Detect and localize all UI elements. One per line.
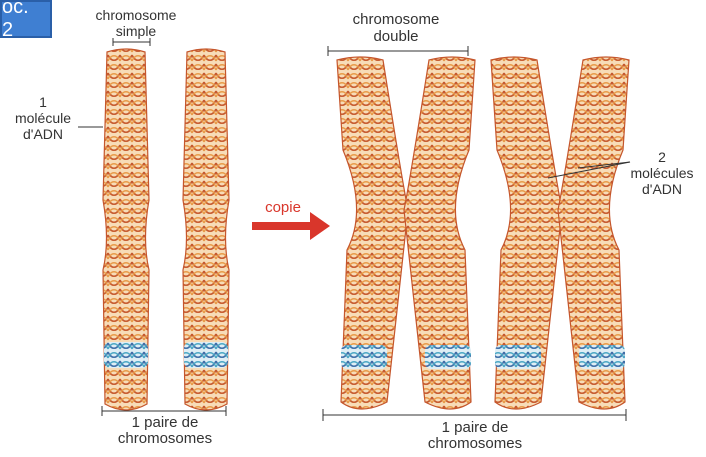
simple-chromosome-left-blue-band bbox=[104, 342, 148, 368]
label-pair-left: 1 paire de chromosomes bbox=[98, 415, 232, 446]
label-one-dna-molecule: 1 molécule d'ADN bbox=[8, 95, 78, 141]
label-pair-left-line1: 1 paire de bbox=[98, 415, 232, 430]
label-two-dna-molecules-line3: d'ADN bbox=[620, 182, 704, 196]
label-one-dna-molecule-line2: molécule bbox=[8, 111, 78, 125]
document-number-badge: oc. 2 bbox=[0, 0, 52, 38]
label-two-dna-molecules-line1: 2 bbox=[620, 150, 704, 164]
label-chromosome-double: chromosome double bbox=[344, 12, 448, 44]
copie-arrow bbox=[252, 212, 330, 240]
label-pair-right: 1 paire de chromosomes bbox=[400, 420, 550, 451]
double-chromosome-left-blue-band-right bbox=[425, 345, 471, 369]
label-chromosome-double-line1: chromosome bbox=[344, 12, 448, 27]
simple-chromosome-right-blue-band bbox=[184, 342, 228, 368]
label-chromosome-simple-line2: simple bbox=[84, 24, 188, 38]
label-chromosome-simple-line1: chromosome bbox=[84, 8, 188, 22]
label-two-dna-molecules: 2 molécules d'ADN bbox=[620, 150, 704, 196]
double-chromosome-right-blue-band-right bbox=[579, 345, 625, 369]
label-chromosome-double-line2: double bbox=[344, 29, 448, 44]
label-copie: copie bbox=[258, 200, 308, 215]
label-two-dna-molecules-line2: molécules bbox=[620, 166, 704, 180]
label-chromosome-simple: chromosome simple bbox=[84, 8, 188, 38]
double-chromosome-left-blue-band-left bbox=[341, 345, 387, 369]
double-chromosome-right-blue-band-left bbox=[495, 345, 541, 369]
bracket-chromosome-simple bbox=[113, 38, 150, 46]
label-pair-left-line2: chromosomes bbox=[98, 431, 232, 446]
label-pair-right-line1: 1 paire de bbox=[400, 420, 550, 435]
label-one-dna-molecule-line1: 1 bbox=[8, 95, 78, 109]
label-pair-right-line2: chromosomes bbox=[400, 436, 550, 451]
label-one-dna-molecule-line3: d'ADN bbox=[8, 127, 78, 141]
bracket-chromosome-double bbox=[328, 46, 468, 56]
